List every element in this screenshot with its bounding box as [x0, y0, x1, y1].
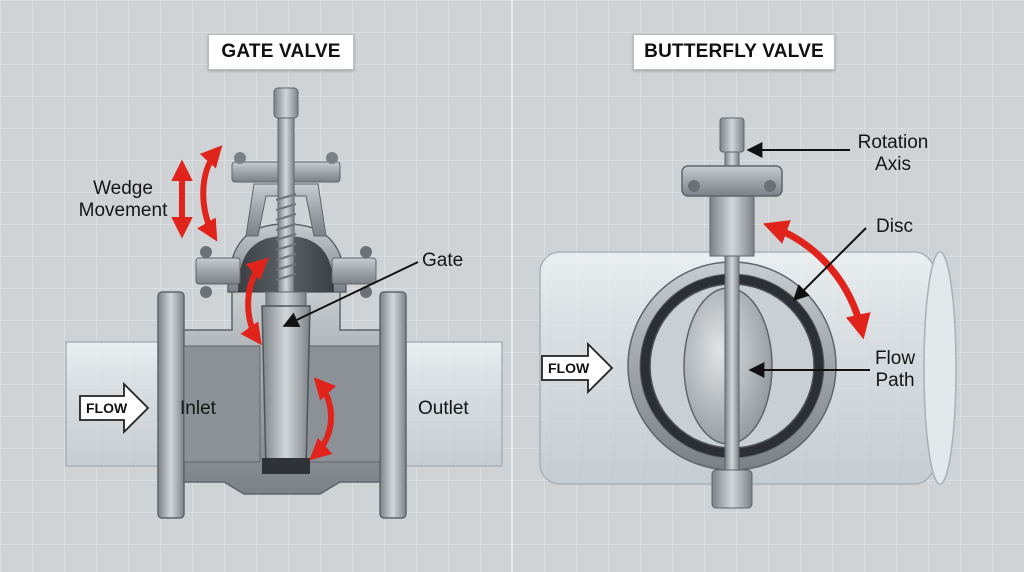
flow-path-label: Flow Path [862, 348, 928, 392]
flow-path-line2: Path [875, 370, 915, 391]
wedge-movement-line1: Wedge [93, 178, 153, 199]
wedge-movement-arrow [171, 145, 223, 242]
gate-inner-arrow-bottom [309, 377, 337, 461]
gate-leader-line [282, 261, 419, 328]
flow-path-line1: Flow [874, 348, 916, 369]
rotation-axis-line2: Axis [875, 154, 911, 175]
rotation-axis-line1: Rotation [857, 132, 929, 153]
outlet-label: Outlet [418, 398, 469, 419]
disc-rotation-arrow [762, 220, 871, 340]
shaft-top [719, 117, 745, 153]
gate-inner-arrow-top [240, 257, 269, 346]
gate-nut [265, 291, 307, 307]
bonnet-flange-left [195, 257, 241, 285]
rotation-axis-label: Rotation Axis [848, 132, 938, 176]
shaft-housing [709, 195, 755, 257]
disc-label: Disc [876, 216, 913, 237]
gate-valve-group [65, 87, 503, 519]
disc-leader [792, 227, 867, 302]
bottom-housing [711, 469, 753, 509]
butterfly-valve-title: BUTTERFLY VALVE [633, 34, 835, 70]
inlet-passage [183, 345, 261, 463]
bonnet-flange-right [331, 257, 377, 285]
gate-seat [262, 458, 310, 474]
outlet-flange [379, 291, 407, 519]
outlet-pipe [391, 341, 503, 467]
inlet-label: Inlet [180, 398, 216, 419]
outlet-passage [305, 345, 381, 463]
gate-flow-arrow [79, 381, 150, 435]
gate-valve-title: GATE VALVE [208, 34, 354, 70]
gate-label: Gate [422, 250, 464, 271]
wedge-movement-line2: Movement [78, 200, 168, 221]
stem-top [273, 87, 299, 119]
top-flange [681, 165, 783, 197]
butterfly-flow-label: FLOW [548, 360, 590, 376]
gate-flow-label: FLOW [86, 400, 128, 416]
butterfly-flow-arrow [541, 341, 614, 395]
stem-thread [275, 193, 297, 281]
butterfly-valve-group [539, 117, 957, 509]
gate-wedge [261, 305, 311, 471]
wedge-movement-label: Wedge Movement [78, 178, 168, 222]
